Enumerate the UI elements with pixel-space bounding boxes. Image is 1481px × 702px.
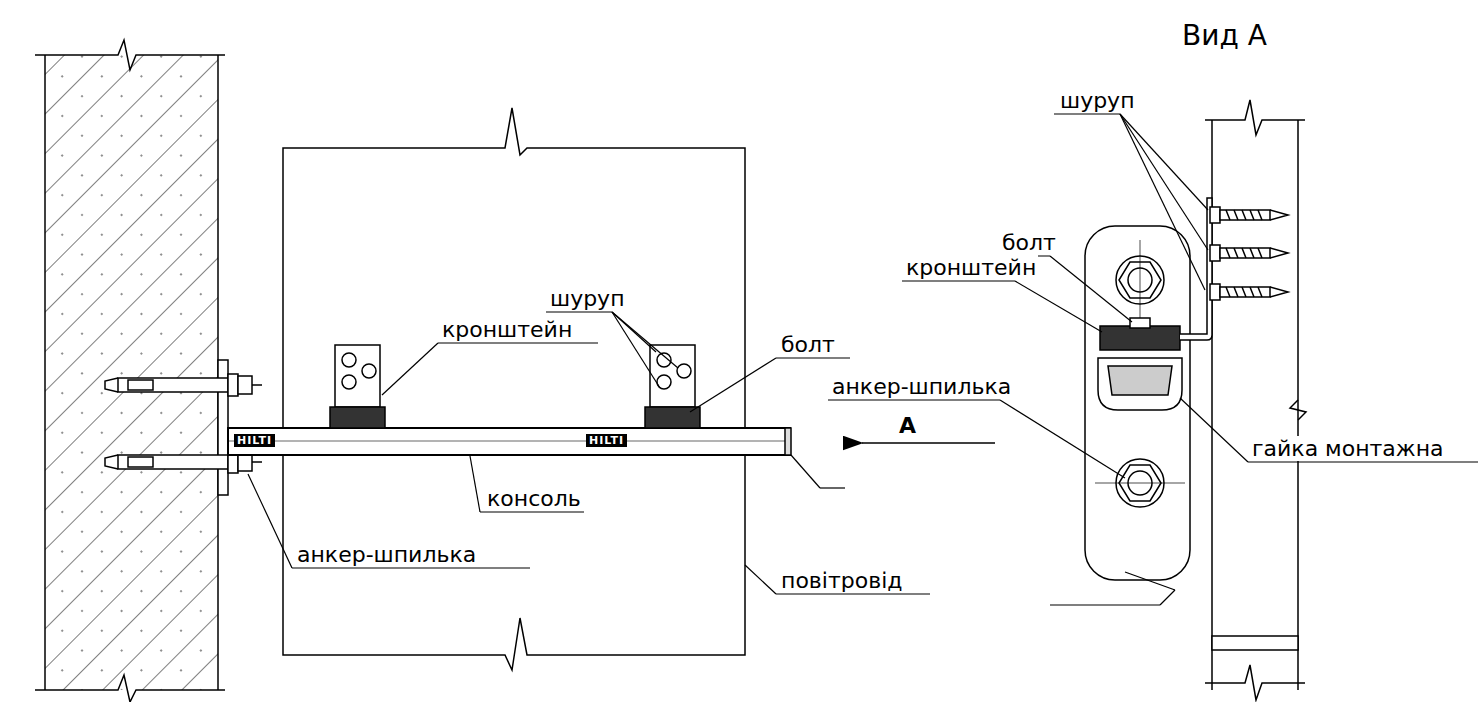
part-label: шуруп	[1058, 88, 1137, 113]
brand-logo: HILTI	[586, 434, 627, 447]
part-label: болт	[1000, 230, 1058, 255]
part-label: консоль	[485, 486, 583, 511]
part-label: шуруп	[548, 286, 627, 311]
part-label: кронштейн	[440, 317, 574, 342]
view-marker: A	[897, 413, 918, 438]
brand-logo: HILTI	[234, 434, 275, 447]
view-title: Вид А	[1180, 20, 1269, 52]
part-label: гайка монтажна	[1250, 436, 1446, 461]
part-label: повітровід	[779, 568, 904, 593]
part-label: кронштейн	[904, 255, 1038, 280]
part-label: анкер-шпилька	[295, 542, 478, 567]
part-label: болт	[779, 332, 837, 357]
part-label: анкер-шпилька	[830, 374, 1013, 399]
